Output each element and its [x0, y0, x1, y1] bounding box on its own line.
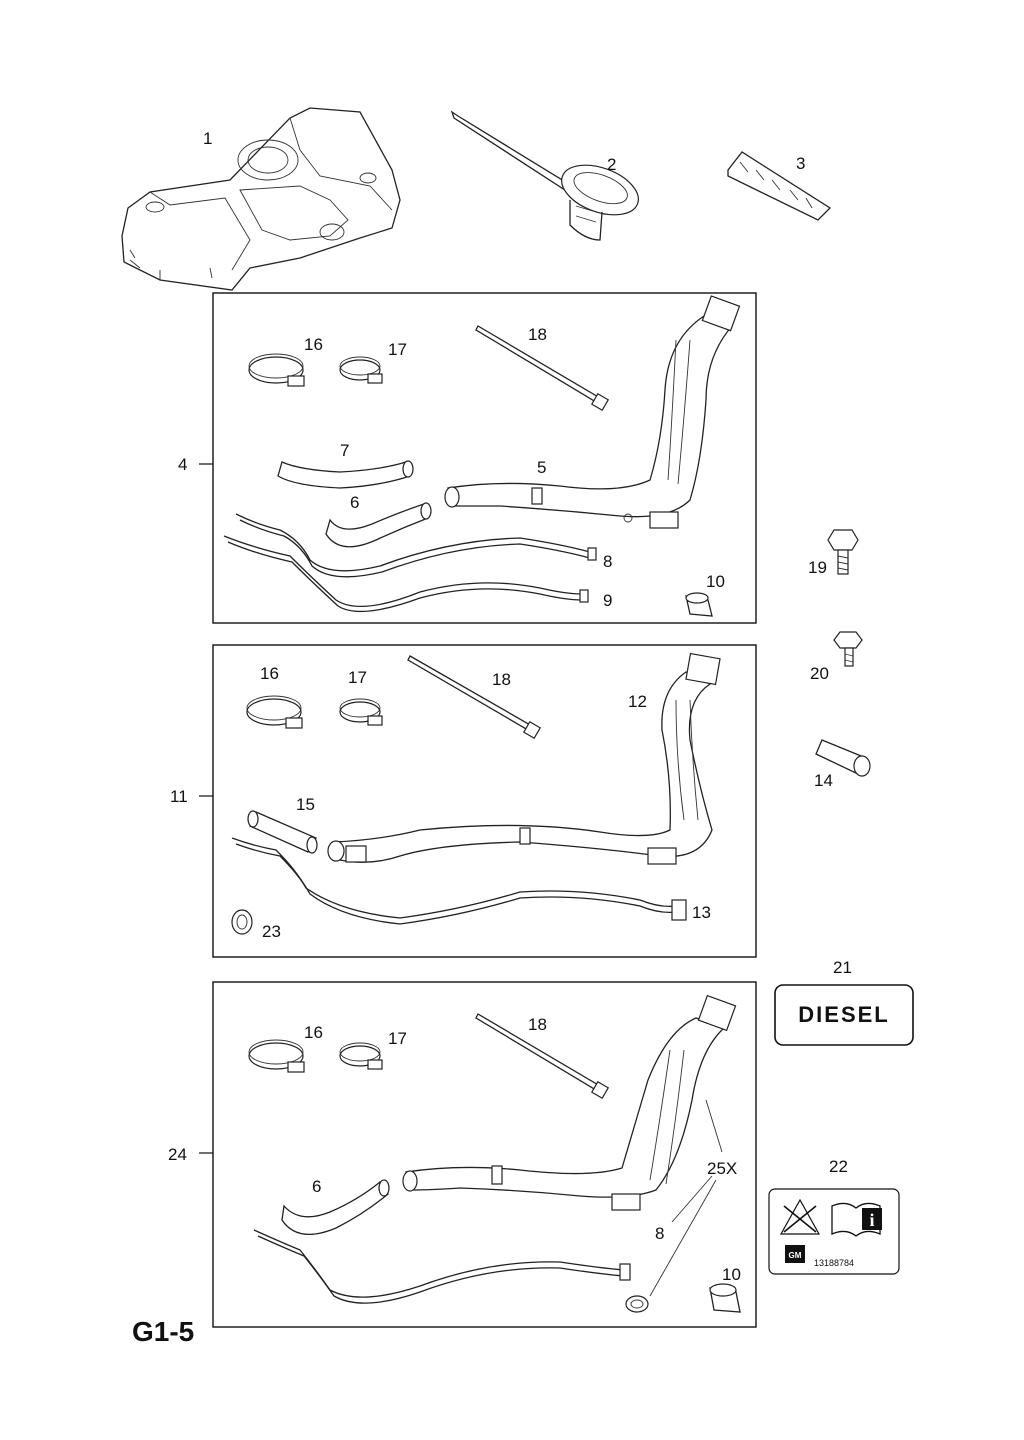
callout-20: 20 [810, 664, 829, 683]
callout-16: 16 [304, 335, 323, 354]
part-18-cable-tie-b[interactable] [407, 655, 542, 740]
part-23-clip[interactable] [231, 909, 253, 935]
callout-5: 5 [537, 458, 546, 477]
part-17-hose-clamp-small-c[interactable] [339, 1042, 383, 1070]
part-6-hose-c[interactable] [281, 1179, 390, 1235]
callout-18-b: 18 [492, 670, 511, 689]
diesel-decal-text: DIESEL [798, 1002, 889, 1027]
part-20-bolt[interactable] [833, 631, 863, 667]
part-17-hose-clamp-small-b[interactable] [339, 698, 383, 726]
callout-6-c: 6 [312, 1177, 321, 1196]
callout-18-c: 18 [528, 1015, 547, 1034]
part-25x-clip[interactable] [625, 1295, 649, 1313]
part-filler-neck-c[interactable] [402, 994, 737, 1211]
callout-7: 7 [340, 441, 349, 460]
group-box-11 [212, 644, 757, 958]
callout-10: 10 [706, 572, 725, 591]
callout-16-b: 16 [260, 664, 279, 683]
group-box-24 [212, 981, 757, 1328]
part-15-hose[interactable] [247, 810, 318, 854]
callout-22: 22 [829, 1157, 848, 1176]
part-18-cable-tie-c[interactable] [475, 1013, 610, 1100]
part-6-hose[interactable] [325, 502, 432, 548]
callout-9: 9 [603, 591, 612, 610]
callout-16-c: 16 [304, 1023, 323, 1042]
part-19-bolt[interactable] [827, 529, 859, 575]
svg-text:i: i [869, 1210, 874, 1230]
part-14-sleeve[interactable] [815, 739, 871, 777]
callout-8-c: 8 [655, 1224, 664, 1243]
part-17-hose-clamp-small[interactable] [339, 356, 383, 384]
gm-logo [785, 1245, 805, 1263]
callout-25x: 25X [707, 1159, 737, 1178]
callout-2: 2 [607, 155, 616, 174]
label-22-code: 13188784 [814, 1258, 854, 1268]
part-8-vent-pipe[interactable] [235, 513, 597, 578]
callout-15: 15 [296, 795, 315, 814]
callout-23: 23 [262, 922, 281, 941]
callout-6: 6 [350, 493, 359, 512]
part-16-hose-clamp-large-c[interactable] [248, 1039, 305, 1073]
callout-18: 18 [528, 325, 547, 344]
part-18-cable-tie[interactable] [475, 325, 610, 412]
part-12-filler-neck[interactable] [327, 652, 721, 865]
part-2-sender-unit[interactable] [450, 110, 645, 241]
callout-19: 19 [808, 558, 827, 577]
callout-3: 3 [796, 154, 805, 173]
group-box-4 [212, 292, 757, 624]
part-9-pipe[interactable] [223, 535, 589, 613]
part-22-warning-label[interactable]: i GM 13188784 [768, 1188, 900, 1275]
group-label-24: 24 [168, 1145, 187, 1164]
callout-12: 12 [628, 692, 647, 711]
callout-17: 17 [388, 340, 407, 359]
part-5-filler-neck[interactable] [444, 295, 741, 529]
callout-17-c: 17 [388, 1029, 407, 1048]
callout-1: 1 [203, 129, 212, 148]
callout-14: 14 [814, 771, 833, 790]
page-code: G1-5 [132, 1316, 195, 1347]
callout-21: 21 [833, 958, 852, 977]
callout-10-c: 10 [722, 1265, 741, 1284]
part-10-sleeve[interactable] [685, 592, 713, 617]
svg-text:GM: GM [789, 1251, 802, 1260]
part-10-sleeve-c[interactable] [709, 1283, 741, 1313]
part-16-hose-clamp-large-b[interactable] [246, 695, 303, 729]
group-label-11: 11 [170, 787, 188, 806]
callout-13: 13 [692, 903, 711, 922]
callout-17-b: 17 [348, 668, 367, 687]
part-13-vent-pipe[interactable] [231, 837, 687, 925]
callout-8: 8 [603, 552, 612, 571]
part-7-hose[interactable] [277, 460, 414, 489]
warning-triangle-icon [779, 1198, 821, 1235]
part-1-fuel-tank[interactable] [121, 107, 401, 291]
part-21-diesel-decal[interactable]: DIESEL [774, 984, 914, 1046]
part-8-vent-pipe-c[interactable] [253, 1229, 631, 1304]
part-3-bracket[interactable] [727, 151, 832, 221]
group-label-4: 4 [178, 455, 187, 474]
part-16-hose-clamp-large[interactable] [248, 353, 305, 387]
